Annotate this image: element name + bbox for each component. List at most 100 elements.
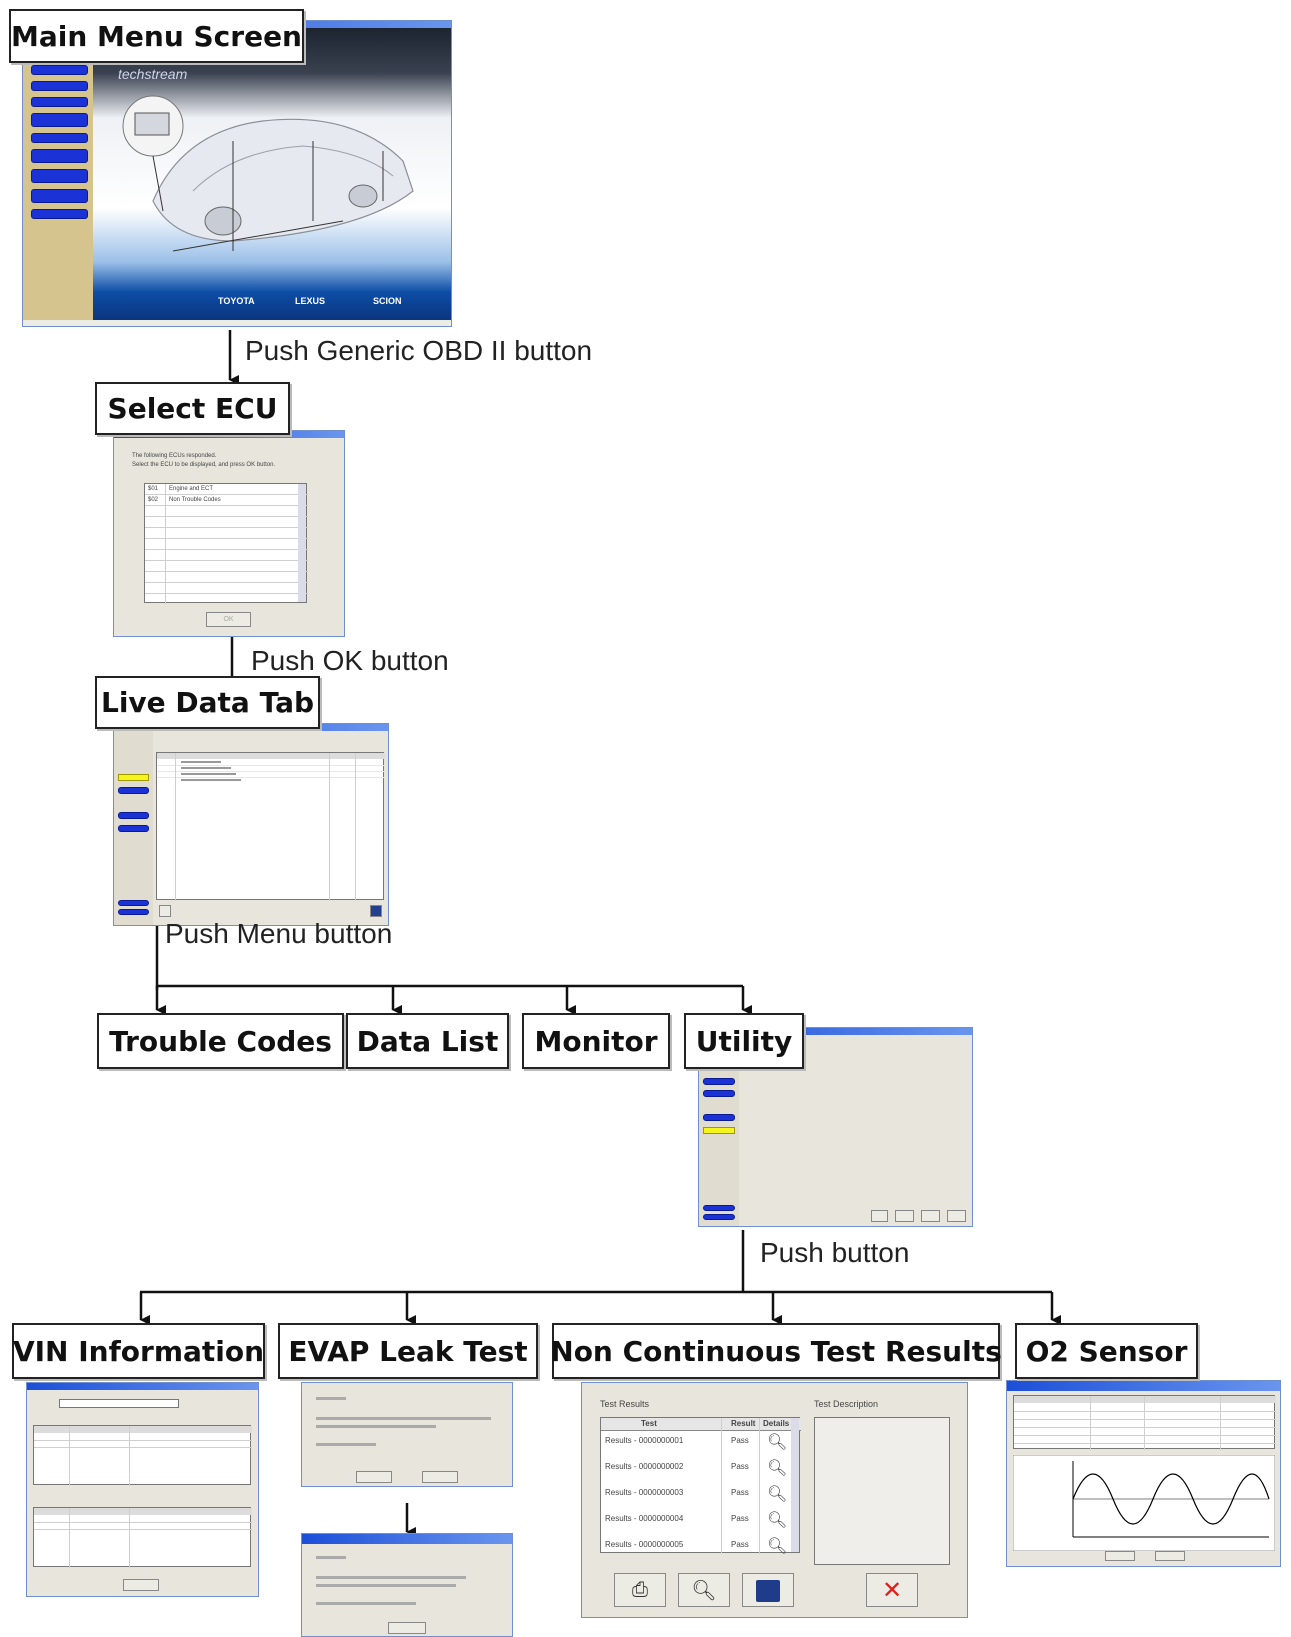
ecu-list[interactable]: $01 Engine and ECT $02 Non Trouble Codes — [144, 483, 308, 604]
magnifier-icon[interactable]: 🔍︎ — [767, 1538, 788, 1555]
label-data-list: Data List — [346, 1013, 509, 1069]
cancel-button[interactable] — [422, 1471, 458, 1483]
menu-button[interactable] — [118, 900, 149, 906]
sidebar-button[interactable] — [31, 113, 88, 127]
table-row-test: Results - 0000000004 — [605, 1514, 684, 1523]
vin-input[interactable] — [59, 1399, 179, 1408]
next-button[interactable] — [356, 1471, 392, 1483]
sidebar-button[interactable] — [31, 169, 88, 183]
status-bar — [23, 320, 451, 326]
sidebar-button[interactable] — [703, 1078, 735, 1085]
ok-button[interactable] — [123, 1579, 159, 1591]
test-results-table[interactable]: Test Result Details Results - 0000000001… — [600, 1417, 801, 1555]
list-scrollbar[interactable] — [298, 484, 306, 602]
table-row-result: Pass — [731, 1462, 749, 1471]
evap-step-screenshot — [301, 1533, 513, 1637]
techstream-logo: techstream — [118, 66, 188, 82]
edge-push-button: Push button — [760, 1237, 910, 1268]
edge-push-menu: Push Menu button — [165, 918, 393, 949]
save-icon[interactable] — [742, 1573, 794, 1607]
magnifier-icon[interactable]: 🔍︎ — [678, 1573, 730, 1607]
edge-push-ok: Push OK button — [251, 645, 449, 676]
table-row-result: Pass — [731, 1514, 749, 1523]
sidebar-button[interactable] — [118, 909, 149, 915]
magnifier-icon[interactable]: 🔍︎ — [767, 1486, 788, 1503]
ok-button[interactable]: OK — [206, 612, 251, 627]
save-icon[interactable] — [370, 905, 382, 917]
sidebar-yellow-button[interactable] — [118, 774, 149, 781]
ecu-row-id: $02 — [148, 497, 159, 503]
utility-button[interactable] — [895, 1210, 914, 1222]
sidebar-button[interactable] — [118, 812, 149, 819]
table-row-test: Results - 0000000003 — [605, 1488, 684, 1497]
toolbar-button[interactable] — [159, 905, 171, 917]
magnifier-icon[interactable]: 🔍︎ — [767, 1434, 788, 1451]
label-vin: VIN Information — [12, 1323, 265, 1379]
lexus-logo: LEXUS — [295, 296, 326, 306]
magnifier-icon[interactable]: 🔍︎ — [767, 1512, 788, 1529]
window-titlebar — [302, 1534, 512, 1544]
select-ecu-screenshot: The following ECUs responded. Select the… — [113, 430, 345, 637]
test-description-heading: Test Description — [814, 1399, 879, 1409]
test-description-box[interactable] — [814, 1417, 950, 1565]
sidebar-button[interactable] — [118, 787, 149, 794]
vehicle-wireframe-image — [122, 95, 414, 252]
vin-table[interactable] — [33, 1425, 252, 1486]
label-live-data: Live Data Tab — [95, 676, 320, 729]
column-result: Result — [731, 1419, 756, 1428]
o2-parameter-table[interactable] — [1013, 1395, 1276, 1450]
window-titlebar — [699, 1028, 972, 1035]
sidebar-button[interactable] — [703, 1090, 735, 1097]
o2-screenshot — [1006, 1380, 1281, 1567]
sidebar-button[interactable] — [118, 825, 149, 832]
window-titlebar — [1007, 1381, 1280, 1391]
sidebar-button[interactable] — [703, 1114, 735, 1121]
sidebar-button[interactable] — [31, 65, 88, 75]
sidebar-button[interactable] — [31, 97, 88, 107]
close-button[interactable] — [1155, 1551, 1185, 1561]
sidebar-button[interactable] — [703, 1214, 735, 1220]
sidebar-button[interactable] — [31, 81, 88, 91]
close-icon[interactable]: ✕ — [866, 1573, 918, 1607]
sidebar-button[interactable] — [31, 209, 88, 219]
scion-logo: SCION — [373, 296, 402, 306]
evap-screenshot — [301, 1382, 513, 1487]
live-data-table[interactable] — [156, 752, 385, 901]
sidebar-button[interactable] — [31, 149, 88, 163]
label-trouble-codes: Trouble Codes — [97, 1013, 344, 1069]
label-select-ecu: Select ECU — [95, 382, 290, 435]
window-titlebar — [27, 1383, 258, 1390]
utility-button[interactable] — [947, 1210, 966, 1222]
vin-screenshot — [26, 1382, 259, 1597]
print-icon[interactable]: ⎙ — [614, 1573, 666, 1607]
noncont-screenshot: Test Results Test Description Test Resul… — [581, 1382, 968, 1618]
sidebar-button[interactable] — [31, 189, 88, 203]
menu-button[interactable] — [703, 1205, 735, 1211]
live-data-screenshot — [113, 723, 389, 926]
generic-obd-button[interactable] — [31, 133, 88, 143]
test-results-heading: Test Results — [600, 1399, 650, 1409]
edge-push-generic: Push Generic OBD II button — [245, 335, 593, 366]
utility-button[interactable] — [871, 1210, 888, 1222]
finish-button[interactable] — [388, 1622, 426, 1634]
sidebar-yellow-button[interactable] — [703, 1127, 735, 1134]
table-row-test: Results - 0000000001 — [605, 1436, 684, 1445]
label-main-menu: Main Menu Screen — [9, 9, 304, 63]
column-details: Details — [763, 1419, 790, 1428]
utility-button[interactable] — [921, 1210, 940, 1222]
ecu-row-id: $01 — [148, 486, 159, 492]
toyota-logo: TOYOTA — [218, 296, 255, 306]
label-noncont: Non Continuous Test Results — [550, 1323, 1002, 1379]
magnifier-icon[interactable]: 🔍︎ — [767, 1460, 788, 1477]
graph-button[interactable] — [1105, 1551, 1135, 1561]
ecu-instruction-2: Select the ECU to be displayed, and pres… — [132, 462, 276, 468]
calibration-table[interactable] — [33, 1507, 252, 1568]
table-row-test: Results - 0000000002 — [605, 1462, 684, 1471]
ecu-instruction-1: The following ECUs responded. — [132, 453, 217, 459]
label-utility: Utility — [684, 1013, 804, 1069]
table-scrollbar[interactable] — [791, 1418, 799, 1552]
column-test: Test — [641, 1419, 657, 1428]
main-menu-screenshot: techstream TOYOTA LEXUS SCION — [22, 20, 452, 327]
label-o2: O2 Sensor — [1015, 1323, 1198, 1379]
